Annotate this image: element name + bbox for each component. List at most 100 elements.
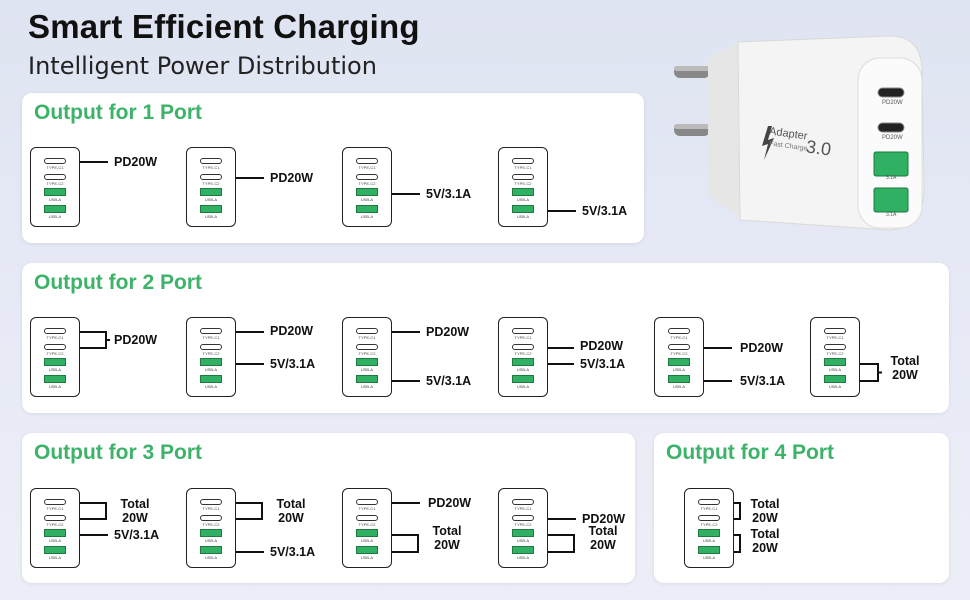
type-c1-port [356,499,378,505]
usb-a2-port [200,375,222,383]
usb-a2-port-label: USB-A [672,384,686,389]
type-c1-port [44,328,66,334]
type-c2-port-label: TYPE-C2 [202,522,220,527]
device-port-c1-label: PD20W [882,100,903,106]
usb-a2-port [44,375,66,383]
type-c1-port [512,328,534,334]
usb-a2-port [356,205,378,213]
usb-a2-port [44,205,66,213]
usb-a2-port-label: USB-A [204,555,218,560]
usb-a2-port [512,205,534,213]
output-label-top: PD20W [270,324,314,338]
type-c1-port [44,158,66,164]
type-c2-port-label: TYPE-C2 [358,351,376,356]
usb-a2-port-label: USB-A [516,384,530,389]
usb-a1-port [44,188,66,196]
type-c1-port [356,158,378,164]
type-c1-port [668,328,690,334]
type-c1-port-label: TYPE-C1 [514,165,532,170]
output-total-line2: 20W [122,511,148,525]
usb-a1-port [512,188,534,196]
usb-a1-port-label: USB-A [204,538,218,543]
usb-a1-port [668,358,690,366]
output-label-top: PD20W [740,341,784,355]
charger-product-image: Adapter Fast Charge 3.0 PD20W PD20W 3.1A… [670,28,940,238]
usb-a1-port [200,188,222,196]
usb-a2-port-label: USB-A [204,214,218,219]
output-label: 5V/3.1A [426,187,472,201]
type-c1-port-label: TYPE-C1 [358,165,376,170]
usb-a2-port [356,375,378,383]
device-port-a2-label: 3.1A [886,212,897,218]
usb-a1-port [44,358,66,366]
type-c2-port-label: TYPE-C2 [700,522,718,527]
usb-a1-port-label: USB-A [516,367,530,372]
type-c2-port [200,174,222,180]
type-c1-port-label: TYPE-C1 [202,165,220,170]
output-total-line1: Total [750,527,780,541]
output-label: 5V/3.1A [582,204,628,218]
type-c2-port [44,174,66,180]
usb-a2-port-label: USB-A [48,384,62,389]
type-c2-port [668,344,690,350]
type-c1-port-label: TYPE-C1 [358,506,376,511]
usb-a1-port-label: USB-A [48,197,62,202]
usb-a1-port [356,188,378,196]
usb-a1-port [200,358,222,366]
output-total-line1: Total [120,497,150,511]
usb-a2-port [512,546,534,554]
type-c1-port [512,499,534,505]
type-c1-port [698,499,720,505]
output-total-line1: Total [588,524,618,538]
usb-a2-port-label: USB-A [828,384,842,389]
type-c1-port [44,499,66,505]
usb-a2-port-label: USB-A [48,555,62,560]
usb-a1-port-label: USB-A [204,367,218,372]
output-label: PD20W [114,333,158,347]
output-label-top: PD20W [582,512,626,526]
usb-a1-port-label: USB-A [360,538,374,543]
output-total-line1: Total [432,524,462,538]
usb-a1-port [200,529,222,537]
panel-1-port-title: Output for 1 Port [34,101,202,124]
output-total-line2: 20W [752,541,778,555]
type-c1-port-label: TYPE-C1 [46,165,64,170]
usb-a1-port-label: USB-A [828,367,842,372]
type-c2-port-label: TYPE-C2 [514,351,532,356]
type-c2-port-label: TYPE-C2 [202,351,220,356]
connector-line [66,502,107,520]
type-c1-port-label: TYPE-C1 [358,335,376,340]
usb-a2-port-label: USB-A [702,555,716,560]
usb-a2-port [512,375,534,383]
usb-a1-port [824,358,846,366]
usb-a1-port [44,529,66,537]
output-total-line2: 20W [590,538,616,552]
panel-3-port-title: Output for 3 Port [34,441,202,464]
output-total-line1: Total [750,497,780,511]
usb-a1-port [356,529,378,537]
page-title: Smart Efficient Charging [28,8,420,45]
output-label-bottom: 5V/3.1A [580,357,626,371]
output-label-top: PD20W [426,325,470,339]
type-c2-port [512,344,534,350]
type-c1-port-label: TYPE-C1 [202,335,220,340]
usb-a2-port [356,546,378,554]
output-total-line2: 20W [434,538,460,552]
connector-line [222,502,263,520]
connector-line [378,534,419,553]
page-subtitle: Intelligent Power Distribution [28,52,377,80]
type-c1-port [356,328,378,334]
type-c2-port-label: TYPE-C2 [670,351,688,356]
type-c1-port-label: TYPE-C1 [202,506,220,511]
device-port-a1-label: 3.1A [886,175,897,181]
usb-a2-port [200,546,222,554]
usb-a1-port [356,358,378,366]
usb-a1-port [512,529,534,537]
output-label-bottom: 5V/3.1A [114,528,160,542]
usb-a2-port [668,375,690,383]
usb-a2-port-label: USB-A [360,555,374,560]
